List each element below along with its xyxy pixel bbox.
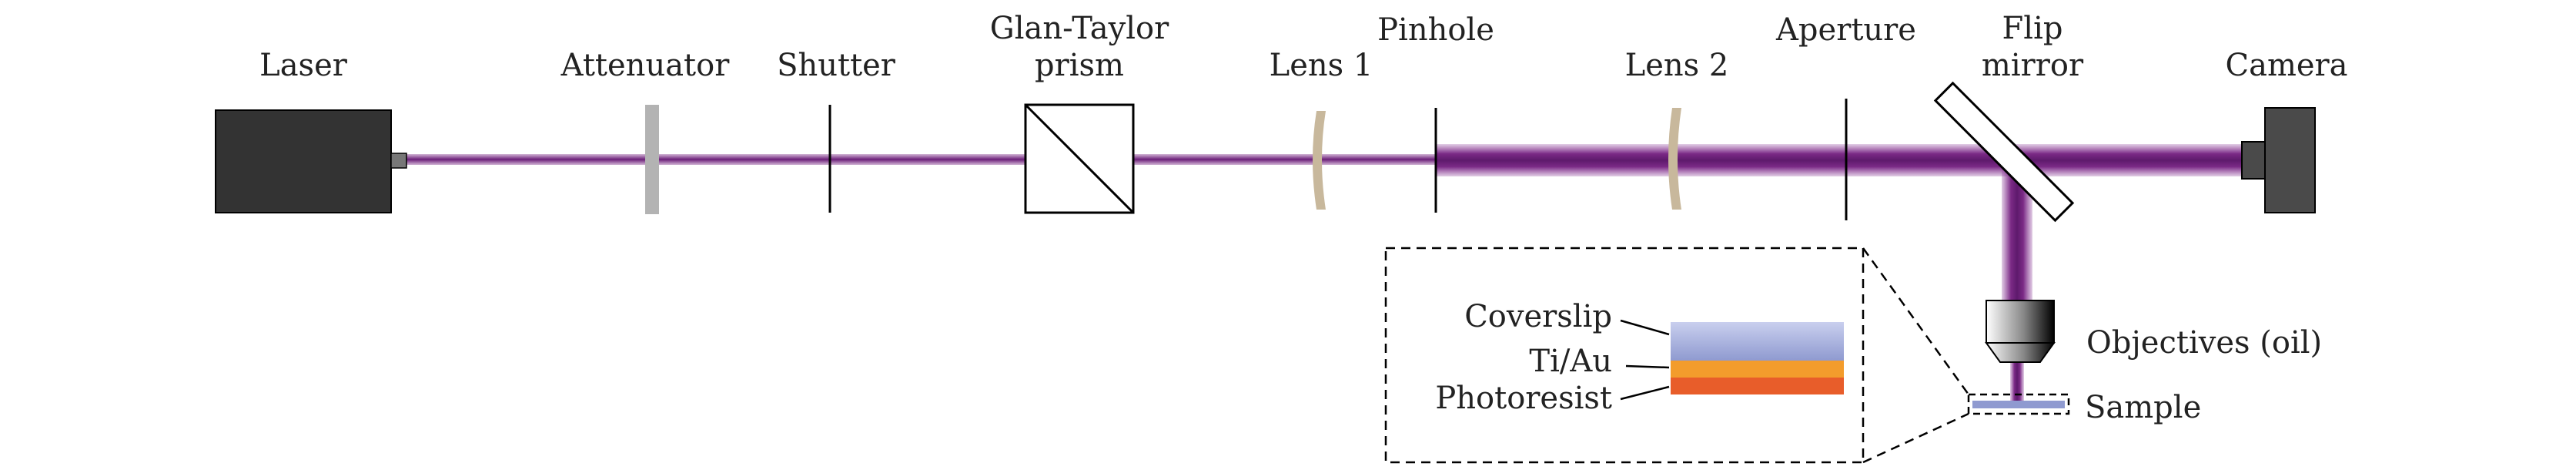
lens-2: [1668, 108, 1681, 210]
label-flip-line2: mirror: [1982, 48, 2084, 83]
layer-ti-au: [1671, 361, 1844, 378]
sample-zoom-box: [1967, 393, 2070, 415]
beam-wide: [1436, 144, 2279, 176]
label-glan-taylor-line2: prism: [1035, 48, 1124, 83]
glan-taylor-prism: [1024, 103, 1135, 214]
camera-lens: [2241, 141, 2266, 180]
label-glan-taylor-line1: Glan-Taylor: [990, 11, 1169, 46]
label-tiau: Ti/Au: [1529, 344, 1612, 379]
lens-1: [1313, 111, 1326, 210]
label-lens-1: Lens 1: [1270, 48, 1373, 83]
zoom-inset-frame: [1384, 247, 1865, 464]
label-photoresist: Photoresist: [1435, 381, 1612, 416]
label-flip-line1: Flip: [2002, 11, 2063, 46]
beam-to-sample: [2010, 362, 2024, 401]
leader-coverslip: [1620, 319, 1670, 336]
layer-coverslip: [1671, 322, 1844, 361]
label-coverslip: Coverslip: [1464, 299, 1612, 334]
label-laser: Laser: [259, 48, 348, 83]
label-camera: Camera: [2225, 48, 2347, 83]
layer-photoresist: [1671, 378, 1844, 394]
laser-body: [215, 109, 392, 213]
leader-tiau: [1625, 364, 1670, 369]
zoom-connector-bottom: [1862, 412, 1969, 464]
label-attenuator: Attenuator: [560, 48, 731, 83]
label-sample: Sample: [2085, 390, 2201, 425]
label-pinhole: Pinhole: [1377, 12, 1494, 48]
label-aperture: Aperture: [1775, 12, 1916, 48]
leader-photoresist: [1620, 385, 1670, 401]
laser-aperture: [390, 153, 407, 169]
zoom-connector-top: [1862, 247, 1970, 395]
sample: [1972, 401, 2065, 408]
flip-mirror: [1933, 81, 2075, 223]
label-lens-2: Lens 2: [1625, 48, 1729, 83]
objective-lens: [1985, 300, 2056, 363]
label-objectives: Objectives (oil): [2086, 325, 2322, 361]
camera-body: [2264, 107, 2316, 213]
attenuator: [645, 105, 659, 214]
label-shutter: Shutter: [777, 48, 896, 83]
beam-thin: [400, 154, 1436, 165]
